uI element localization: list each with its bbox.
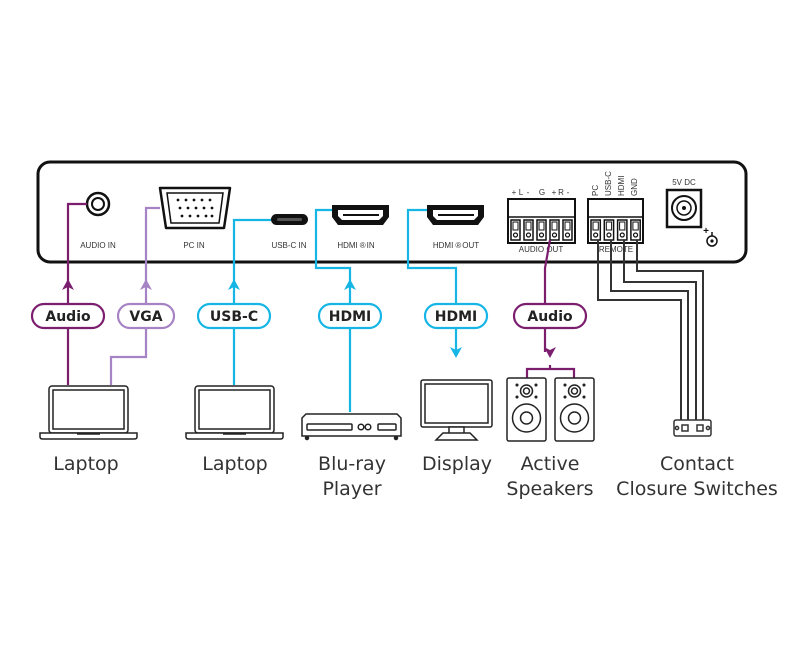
connection-label-pill: Audio [30,302,106,330]
audio-out-label: AUDIO OUT [519,245,564,254]
hdmi-in-label: HDMI®IN [337,241,375,250]
remote-pin-label: HDMI [617,176,626,196]
audio-out-pin-label: + [552,188,557,197]
connection-label-pill: HDMI [317,302,383,330]
screw-icon [606,232,612,238]
registered-mark-icon: ® [360,241,366,250]
remote-pin-labels: PC USB-C HDMI GND [591,171,639,196]
arrow-down-icon [544,347,556,358]
laptop-icon [39,385,138,440]
registered-mark-icon: ® [455,241,461,250]
connection-label-text: Audio [527,309,573,325]
audio-in-jack-icon [85,191,111,217]
connection-label-text: VGA [129,309,162,325]
screw-icon [538,232,545,238]
speaker-icon [506,377,547,442]
device-label: Closure Switches [616,478,778,500]
screw-icon [619,232,625,238]
audio-out-pin-labels: +L-G+R- [512,188,570,197]
remote-pin-label: USB-C [604,171,613,196]
audio-out-pin-label: - [527,188,530,197]
polarity-icon: + [703,226,718,247]
device-label: Laptop [53,453,118,475]
arrow-down-icon [450,347,462,358]
device-label: Player [322,478,381,500]
audio-out-pin-label: + [512,188,517,197]
connection-label-text: HDMI [435,309,477,325]
arrow-up-icon [62,279,74,290]
device-label: Display [422,453,492,475]
speaker-icon [554,377,595,442]
connection-label-text: HDMI [329,309,371,325]
contact-closure-connector-icon [673,419,712,437]
remote-label: REMOTE [599,245,633,254]
hdmi-out-port-icon [427,205,484,225]
vga-cable [109,206,160,385]
display-monitor-icon [420,379,493,441]
arrow-up-icon [228,279,240,290]
blu-ray-player-icon [301,413,402,441]
connection-label-pill: VGA [116,302,176,330]
svg-text:+: + [703,226,709,237]
audio-in-label: AUDIO IN [80,241,116,250]
audio-out-terminal-icon [507,198,576,244]
power-label: 5V DC [672,178,696,187]
connection-labels: Audio VGA USB-C HDMI HDMI Audio [30,302,588,330]
speaker-split-cable [525,367,576,378]
laptop-icon [185,385,284,440]
hdmi-in-port-icon [332,205,389,225]
audio-out-pin-label: G [539,188,545,197]
pc-in-label: PC IN [183,241,205,250]
remote-terminal-icon [587,198,644,244]
screw-icon [593,232,599,238]
screw-icon [525,232,532,238]
screw-icon [564,232,571,238]
device-label: Laptop [202,453,267,475]
remote-pin-label: GND [630,178,639,196]
device-label: Blu-ray [318,453,386,475]
screw-icon [512,232,519,238]
hdmi-out-label: HDMI®OUT [433,241,479,250]
screw-icon [632,232,639,238]
usb-c-cable [232,218,271,385]
vga-port-icon [158,186,232,230]
audio-out-pin-label: L [519,188,524,197]
remote-wires [597,240,704,420]
connection-label-text: Audio [45,309,91,325]
audio-out-pin-label: R [558,188,564,197]
connection-label-pill: HDMI [423,302,489,330]
connection-label-text: USB-C [210,309,258,325]
device-label: Speakers [506,478,593,500]
remote-pin-label: PC [591,185,600,196]
hdmi-out-cable [406,208,458,352]
device-label: Active [521,453,580,475]
device-label: Contact [660,453,734,475]
connection-label-pill: Audio [512,302,588,330]
arrowheads [62,279,556,358]
usb-c-port-icon [271,214,308,225]
arrow-up-icon [344,279,356,290]
arrow-up-icon [140,279,152,290]
audio-out-pin-label: - [567,188,570,197]
dc-power-jack-icon [665,188,703,229]
screw-icon [551,232,558,238]
connection-label-pill: USB-C [196,302,272,330]
active-speakers-icon [506,377,595,442]
usb-c-in-label: USB-C IN [271,241,306,250]
cables [66,202,704,420]
